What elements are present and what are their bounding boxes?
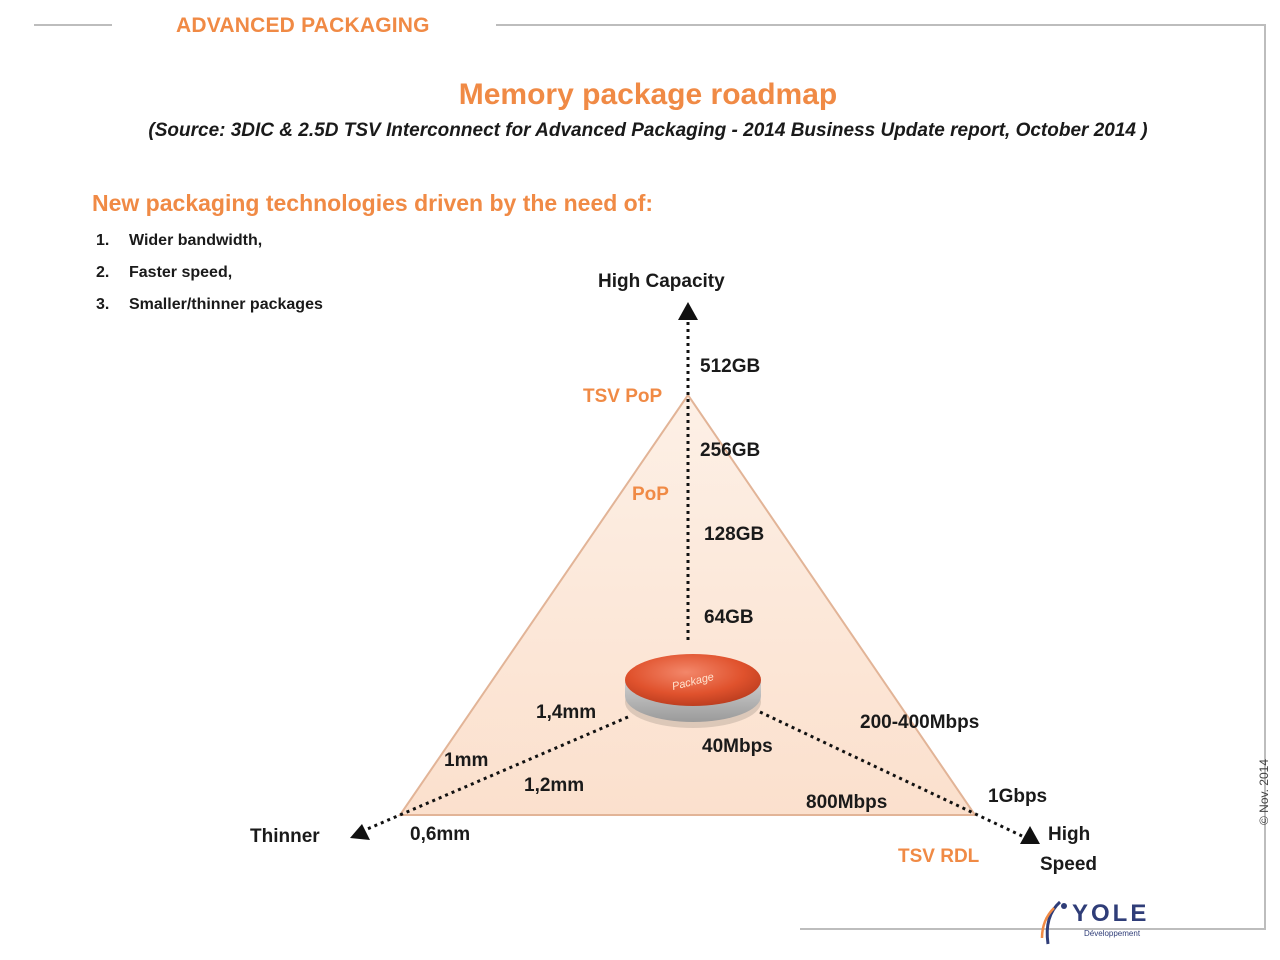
thinner-arrow-head <box>350 824 370 840</box>
tech-label-tsv-rdl: TSV RDL <box>898 846 979 868</box>
axis-label-high-capacity: High Capacity <box>598 271 725 293</box>
capacity-arrow-head <box>678 302 698 320</box>
capacity-label-256gb: 256GB <box>700 440 760 462</box>
thickness-label-1-2mm: 1,2mm <box>524 775 584 797</box>
axis-label-thinner: Thinner <box>250 826 320 848</box>
axis-label-high: High <box>1048 824 1090 846</box>
logo-mark-icon <box>1030 898 1072 950</box>
logo-wordmark: YOLE <box>1072 900 1149 928</box>
yole-logo: YOLE Développement <box>1030 898 1170 950</box>
capacity-label-64gb: 64GB <box>704 607 754 629</box>
capacity-label-128gb: 128GB <box>704 524 764 546</box>
axis-label-speed: Speed <box>1040 854 1097 876</box>
tech-label-pop: PoP <box>632 484 669 506</box>
copyright-notice: © Nov. 2014 <box>1257 759 1271 825</box>
memory-package-chip <box>625 654 761 728</box>
thickness-label-1mm: 1mm <box>444 750 488 772</box>
speed-label-1gbps: 1Gbps <box>988 786 1047 808</box>
logo-subtitle: Développement <box>1084 929 1140 938</box>
speed-label-800mbps: 800Mbps <box>806 792 887 814</box>
speed-label-40mbps: 40Mbps <box>702 736 773 758</box>
thickness-label-0-6mm: 0,6mm <box>410 824 470 846</box>
speed-arrow-head <box>1020 826 1040 844</box>
speed-label-200-400mbps: 200-400Mbps <box>860 712 979 734</box>
capacity-label-512gb: 512GB <box>700 356 760 378</box>
tech-label-tsv-pop: TSV PoP <box>583 386 662 408</box>
thickness-label-1-4mm: 1,4mm <box>536 702 596 724</box>
